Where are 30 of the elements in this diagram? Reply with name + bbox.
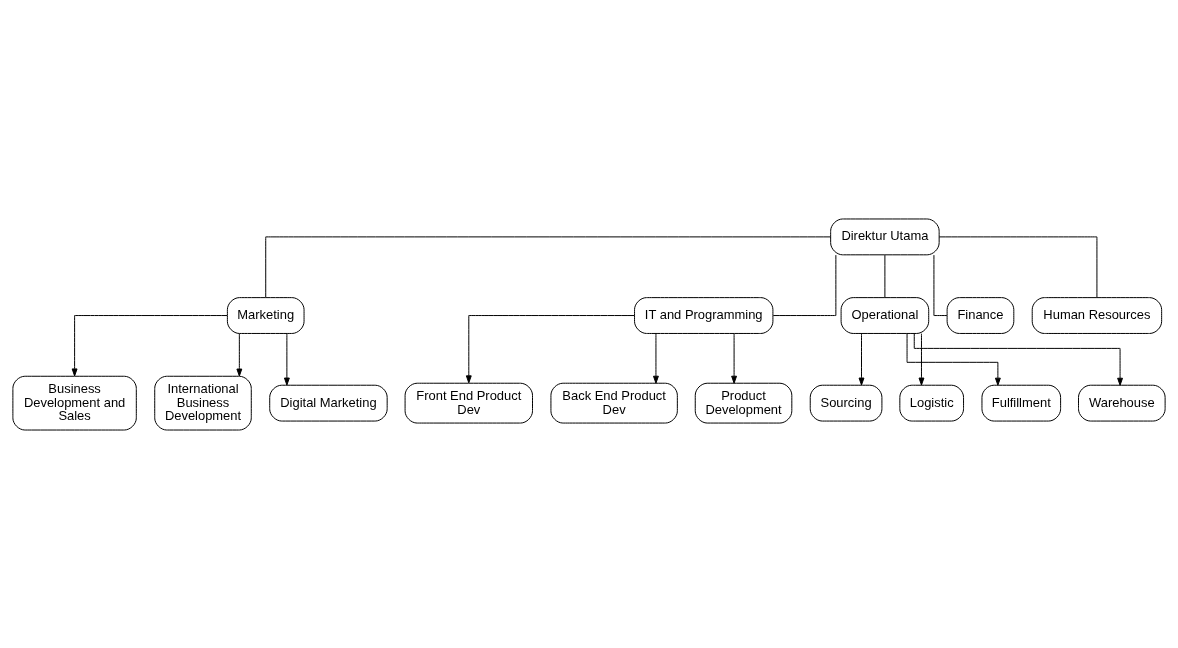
arrow [913, 332, 1123, 386]
arrow [731, 332, 738, 384]
node-box: Business Development and Sales [12, 375, 137, 430]
connector [884, 254, 886, 298]
node-box: International Business Development [154, 375, 252, 430]
arrow [653, 332, 659, 384]
node-box: Product Development [694, 382, 793, 424]
arrow [465, 314, 635, 383]
node-box: Logistic [899, 384, 965, 422]
node-box: Finance [946, 296, 1015, 334]
node-box: Digital Marketing [269, 384, 388, 422]
node-box: Back End Product Dev [550, 382, 678, 424]
node-box: Direktur Utama [830, 218, 940, 255]
node-box: Fulfillment [981, 384, 1062, 422]
arrow [858, 332, 865, 385]
node-box: Front End Product Dev [404, 382, 533, 424]
node-box: Warehouse [1078, 384, 1166, 422]
node-box: Marketing [226, 296, 305, 334]
arrow [283, 332, 290, 385]
arrow [918, 332, 925, 385]
node-box: Sourcing [809, 384, 883, 422]
connector [772, 254, 837, 316]
arrow [71, 314, 228, 376]
connector [265, 235, 831, 298]
arrow [906, 332, 1001, 386]
arrow [236, 332, 243, 376]
node-box: IT and Programming [634, 296, 774, 334]
node-box: Human Resources [1031, 296, 1163, 334]
node-box: Operational [840, 296, 930, 334]
connector [938, 235, 1098, 298]
